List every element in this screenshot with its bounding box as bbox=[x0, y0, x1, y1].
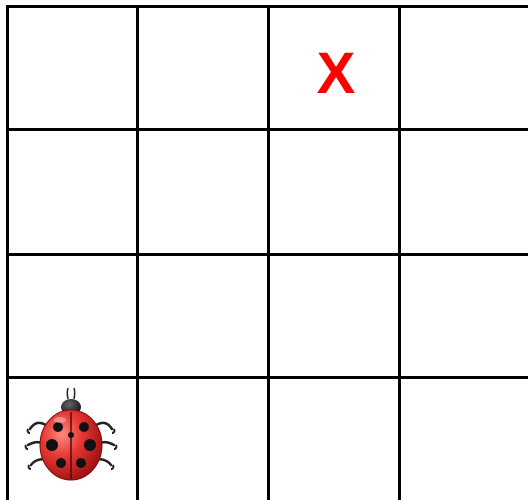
grid-cell-r3-c4[interactable] bbox=[401, 256, 528, 376]
grid-cell-r4-c3[interactable] bbox=[270, 379, 398, 500]
grid-cell-r1-c4[interactable] bbox=[401, 8, 528, 128]
grid-cell-r2-c1[interactable] bbox=[9, 131, 136, 253]
grid-cell-r2-c3[interactable] bbox=[270, 131, 398, 253]
grid-cell-r2-c2[interactable] bbox=[139, 131, 267, 253]
grid-cell-r2-c4[interactable] bbox=[401, 131, 528, 253]
grid-cell-r3-c2[interactable] bbox=[139, 256, 267, 376]
grid-cell-r1-c1[interactable] bbox=[9, 8, 136, 128]
grid-cell-r3-c1[interactable] bbox=[9, 256, 136, 376]
grid-cell-r4-c4[interactable] bbox=[401, 379, 528, 500]
grid-cell-r4-c2[interactable] bbox=[139, 379, 267, 500]
grid-line-horizontal bbox=[6, 128, 528, 131]
grid-cell-r1-c2[interactable] bbox=[139, 8, 267, 128]
grid-line-horizontal bbox=[6, 5, 528, 8]
ladybug-icon[interactable] bbox=[24, 385, 118, 485]
grid-line-horizontal bbox=[6, 253, 528, 256]
grid-line-horizontal bbox=[6, 376, 528, 379]
grid-cell-r3-c3[interactable] bbox=[270, 256, 398, 376]
target-x-mark: X bbox=[303, 42, 369, 106]
